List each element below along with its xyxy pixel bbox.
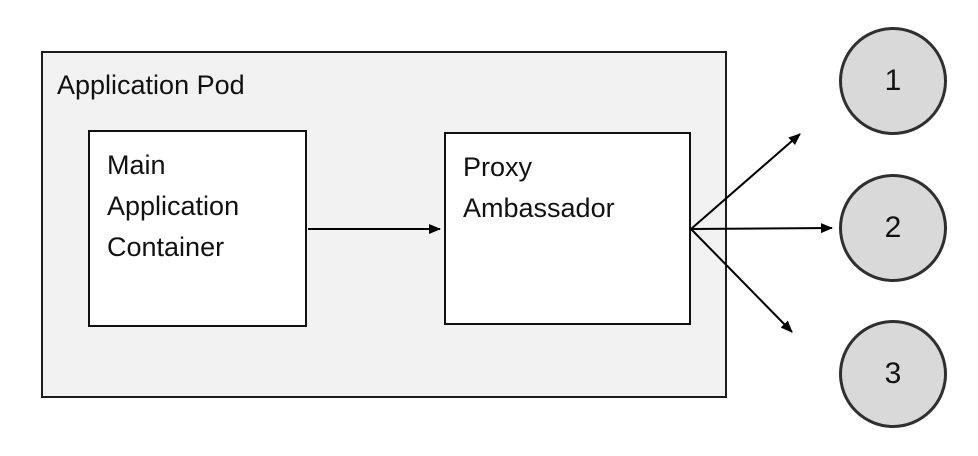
endpoint-circle-3: 3 xyxy=(839,320,947,428)
proxy-ambassador-node: Proxy Ambassador xyxy=(444,132,691,325)
endpoint-circle-2: 2 xyxy=(839,174,947,282)
main-application-container-node: Main Application Container xyxy=(88,130,307,327)
endpoint-circle-1: 1 xyxy=(839,27,947,135)
endpoint-circle-3-label: 3 xyxy=(884,357,902,390)
endpoint-circle-2-label: 2 xyxy=(884,211,902,244)
application-pod-box: Application Pod Main Application Contain… xyxy=(41,51,727,398)
application-pod-label: Application Pod xyxy=(57,70,245,100)
proxy-ambassador-label: Proxy Ambassador xyxy=(463,152,615,223)
endpoint-circle-1-label: 1 xyxy=(884,64,902,97)
main-application-container-label: Main Application Container xyxy=(107,150,240,262)
